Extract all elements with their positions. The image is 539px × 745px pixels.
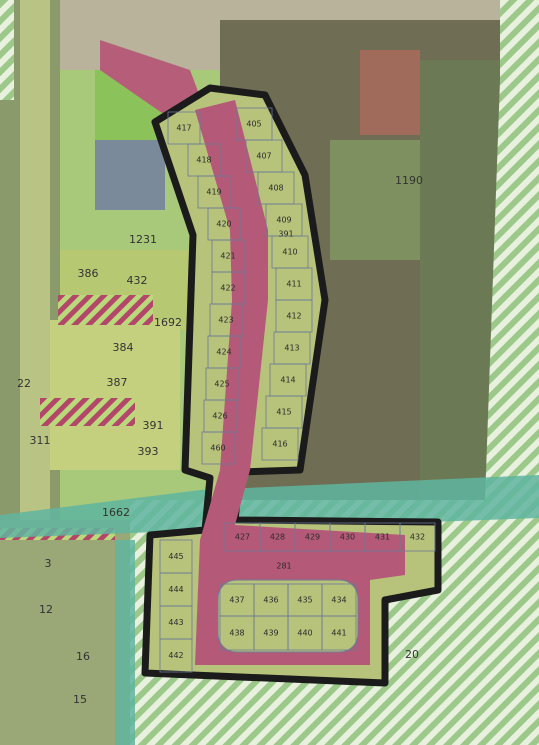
parcel-label: 15 — [73, 693, 87, 706]
sw-houses — [0, 520, 130, 745]
plot-label: 437 — [229, 596, 244, 605]
plots-top-grid: 427 428 429 430 431 432 — [224, 522, 436, 552]
parcel-label: 391 — [143, 419, 164, 432]
plot-label: 427 — [235, 533, 250, 542]
plots-left-grid: 445 444 443 442 — [159, 539, 193, 673]
school-building — [95, 140, 165, 210]
plot-label: 418 — [196, 156, 211, 165]
plots-east-grid: 417 418 419 420 421 422 423 424 425 426 460 — [167, 111, 245, 465]
plot-label: 444 — [168, 585, 183, 594]
plot-label: 460 — [210, 444, 225, 453]
pink-lot-north — [100, 40, 205, 115]
parcel-label: 20 — [405, 648, 419, 661]
plots-island-grid: 437 436 435 434 438 439 440 441 — [219, 583, 357, 651]
plot-label: 415 — [276, 408, 291, 417]
parcel-label: 12 — [39, 603, 53, 616]
parcel-label: 1692 — [154, 316, 182, 329]
plot-label: 424 — [216, 348, 231, 357]
plot-label: 426 — [212, 412, 227, 421]
plot-label: 445 — [168, 552, 183, 561]
plot-label: 414 — [280, 376, 295, 385]
parcel-label: 1662 — [102, 506, 130, 519]
plot-cell — [399, 522, 436, 552]
plot-label: 410 — [282, 248, 297, 257]
plot-cell — [159, 638, 193, 673]
plot-label: 435 — [297, 596, 312, 605]
plot-label: 432 — [410, 533, 425, 542]
plot-label: 428 — [270, 533, 285, 542]
plot-label: 411 — [286, 280, 301, 289]
hatch-red-2 — [40, 398, 135, 426]
hatch-red-1 — [58, 295, 153, 325]
parcel-label: 3 — [45, 557, 52, 570]
plot-label: 430 — [340, 533, 355, 542]
tree-belt — [420, 60, 500, 500]
parcel-label: 1231 — [129, 233, 157, 246]
plot-label: 421 — [220, 252, 235, 261]
tennis-courts — [360, 50, 420, 135]
parcel-label: 384 — [113, 341, 134, 354]
parcel-label: 387 — [107, 376, 128, 389]
parcel-label: 393 — [138, 445, 159, 458]
plot-label: 416 — [272, 440, 287, 449]
plot-label: 407 — [256, 152, 271, 161]
plot-label: 422 — [220, 284, 235, 293]
teal-road-south — [115, 540, 135, 745]
plots-west-grid: 405 407 408 409 410 411 412 413 414 415 416 — [235, 107, 313, 461]
plot-label: 425 — [214, 380, 229, 389]
plot-label: 405 — [246, 120, 261, 129]
residential-b — [50, 320, 180, 470]
plot-label: 434 — [331, 596, 346, 605]
plot-label: 443 — [168, 618, 183, 627]
plot-label: 440 — [297, 629, 312, 638]
parcel-label: 22 — [17, 377, 31, 390]
plot-label: 413 — [284, 344, 299, 353]
plot-cell — [167, 111, 201, 145]
parcel-label: 386 — [78, 267, 99, 280]
plot-cell — [261, 427, 299, 461]
plot-label: 423 — [218, 316, 233, 325]
plot-label: 408 — [268, 184, 283, 193]
plot-cell — [321, 615, 357, 651]
plot-label: 429 — [305, 533, 320, 542]
plot-label: 436 — [263, 596, 278, 605]
west-road — [20, 0, 50, 530]
plot-label: 412 — [286, 312, 301, 321]
parcel-label: 432 — [127, 274, 148, 287]
road-label-top: 391 — [278, 230, 293, 239]
plot-label: 438 — [229, 629, 244, 638]
road-label-bottom: 281 — [276, 562, 291, 571]
plot-label: 439 — [263, 629, 278, 638]
plot-label: 417 — [176, 124, 191, 133]
plot-label: 441 — [331, 629, 346, 638]
internal-road — [195, 100, 405, 665]
plot-cell — [201, 431, 235, 465]
plot-label: 420 — [216, 220, 231, 229]
parcel-label: 1190 — [395, 174, 423, 187]
plot-label: 431 — [375, 533, 390, 542]
plot-label: 409 — [276, 216, 291, 225]
plot-label: 442 — [168, 651, 183, 660]
hatch-west-top — [0, 0, 14, 100]
parcel-label: 16 — [76, 650, 90, 663]
parcel-label: 311 — [30, 434, 51, 447]
plot-label: 419 — [206, 188, 221, 197]
